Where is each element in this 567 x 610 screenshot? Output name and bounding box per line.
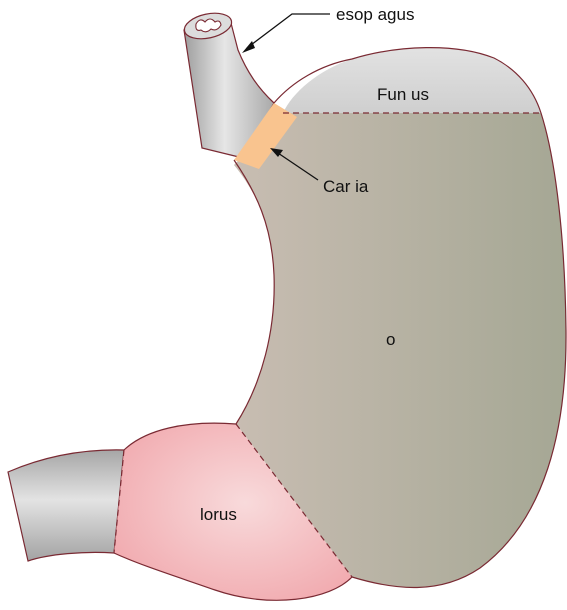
esophagus-label: esop agus: [336, 5, 414, 25]
duodenum-tube: [8, 450, 124, 561]
fundus-label: Fun us: [377, 85, 429, 105]
pylorus-label: lorus: [200, 505, 237, 525]
cardia-label: Car ia: [323, 177, 368, 197]
body-label: o: [386, 330, 395, 350]
esophagus-pointer-line: [247, 14, 330, 48]
